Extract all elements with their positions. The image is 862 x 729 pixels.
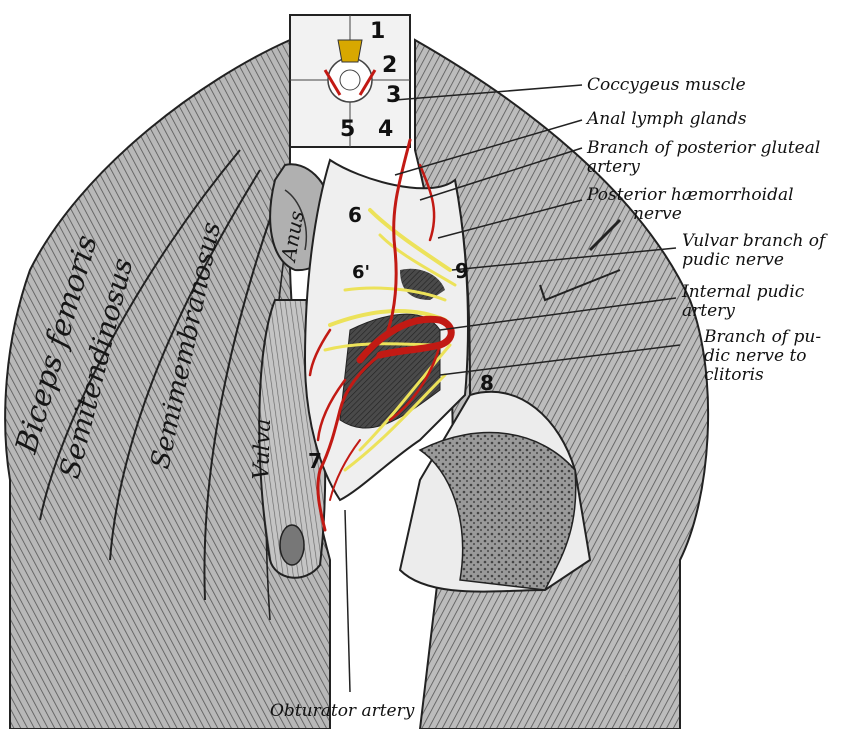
pudic-nerve-clitoris-label: Branch of pu- dic nerve to clitoris — [704, 327, 822, 385]
number-3: 3 — [386, 83, 401, 108]
number-2: 2 — [382, 53, 397, 78]
number-1: 1 — [370, 19, 385, 44]
vulvar-branch-label: Vulvar branch of pudic nerve — [682, 231, 826, 270]
leader-lines — [344, 84, 681, 693]
number-9: 9 — [455, 259, 469, 283]
number-6-prime: 6' — [352, 262, 370, 283]
posterior-gluteal-artery-label: Branch of posterior gluteal artery — [587, 138, 821, 177]
number-6: 6 — [348, 203, 362, 227]
obturator-artery-label: Obturator artery — [270, 701, 415, 721]
number-8: 8 — [480, 371, 494, 395]
number-5: 5 — [340, 117, 355, 142]
internal-pudic-artery-label: Internal pudic artery — [682, 282, 805, 321]
number-4: 4 — [378, 117, 393, 142]
anal-lymph-glands-label: Anal lymph glands — [587, 109, 747, 129]
coccyx — [289, 14, 411, 148]
number-7: 7 — [308, 449, 322, 473]
coccygeus-muscle-label: Coccygeus muscle — [587, 75, 746, 95]
vulva-label: Vulva — [249, 418, 276, 480]
posterior-haemorrhoidal-nerve-label: Posterior hæmorrhoidal nerve — [587, 185, 794, 224]
